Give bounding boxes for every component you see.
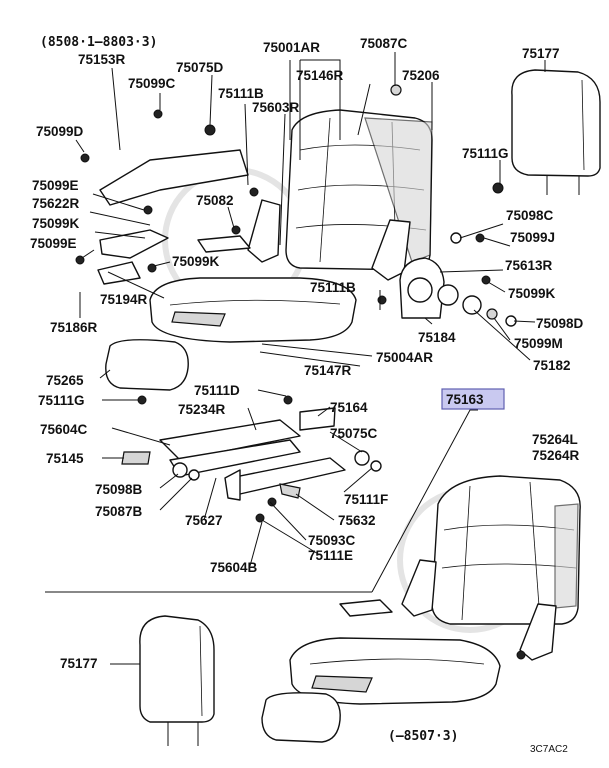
- label-75164: 75164: [330, 400, 368, 415]
- label-75099E-1: 75099E: [32, 178, 79, 193]
- leader-lines: [75, 52, 546, 665]
- label-75111G-left: 75111G: [38, 393, 85, 408]
- label-75177-top: 75177: [522, 46, 560, 61]
- label-75098B: 75098B: [95, 482, 143, 497]
- seat-back-frame: [247, 199, 411, 281]
- label-75627: 75627: [185, 513, 223, 528]
- label-75632: 75632: [338, 513, 376, 528]
- label-75099D: 75099D: [36, 124, 84, 139]
- label-75163: 75163: [446, 392, 484, 407]
- label-75099J: 75099J: [510, 230, 555, 245]
- label-75622R: 75622R: [32, 196, 80, 211]
- seat-back-upper[interactable]: [285, 109, 433, 271]
- label-75087B: 75087B: [95, 504, 143, 519]
- label-75186R: 75186R: [50, 320, 98, 335]
- label-75234R: 75234R: [178, 402, 226, 417]
- label-75111D: 75111D: [194, 383, 240, 398]
- date-ranges: (8508·1–8803·3) (–8507·3) 3C7AC2: [40, 35, 568, 755]
- label-75004AR: 75004AR: [376, 350, 433, 365]
- label-75184: 75184: [418, 330, 456, 345]
- label-75111F: 75111F: [344, 492, 388, 507]
- diagram-code: 3C7AC2: [530, 744, 568, 755]
- label-75099K-2: 75099K: [172, 254, 220, 269]
- label-75603R: 75603R: [252, 100, 300, 115]
- seat-rail-assembly[interactable]: [121, 395, 382, 523]
- label-75111G-right: 75111G: [462, 146, 509, 161]
- recliner-cover[interactable]: [399, 257, 445, 319]
- recliner-knobs[interactable]: [437, 284, 517, 327]
- label-75001AR: 75001AR: [263, 40, 320, 55]
- label-75098C: 75098C: [506, 208, 554, 223]
- label-75153R: 75153R: [78, 52, 126, 67]
- label-75264R: 75264R: [532, 448, 580, 463]
- seat-cushion-frame: [97, 149, 251, 285]
- highlight-box[interactable]: [441, 388, 505, 410]
- label-75604B: 75604B: [210, 560, 258, 575]
- label-75146R: 75146R: [296, 68, 344, 83]
- date-range-top: (8508·1–8803·3): [40, 35, 157, 50]
- label-75111B-top: 75111B: [218, 86, 264, 101]
- seat-cushion-upper[interactable]: [149, 277, 357, 343]
- label-75206: 75206: [402, 68, 440, 83]
- part-labels: 75001AR 75087C 75177 75153R 75075D 75146…: [30, 36, 584, 671]
- headrest-lower[interactable]: [139, 615, 215, 746]
- label-75093C: 75093C: [308, 533, 356, 548]
- label-75087C: 75087C: [360, 36, 408, 51]
- label-75075C: 75075C: [330, 426, 378, 441]
- label-75147R: 75147R: [304, 363, 352, 378]
- fasteners-upper: [75, 84, 504, 305]
- label-75082: 75082: [196, 193, 234, 208]
- date-range-bottom: (–8507·3): [388, 729, 458, 744]
- label-75182: 75182: [533, 358, 571, 373]
- label-75099M: 75099M: [514, 336, 563, 351]
- label-75177-bottom: 75177: [60, 656, 98, 671]
- label-75613R: 75613R: [505, 258, 553, 273]
- label-75099E-2: 75099E: [30, 236, 77, 251]
- headrest-upper[interactable]: [511, 69, 601, 195]
- armrest[interactable]: [105, 339, 189, 391]
- label-75264L: 75264L: [532, 432, 578, 447]
- armrest-lower[interactable]: [261, 692, 341, 743]
- sub-assembly-bracket: [371, 409, 478, 593]
- label-75265: 75265: [46, 373, 84, 388]
- label-75111B-mid: 75111B: [310, 280, 356, 295]
- label-75098D: 75098D: [536, 316, 584, 331]
- label-75145: 75145: [46, 451, 84, 466]
- label-75099C: 75099C: [128, 76, 176, 91]
- seat-back-lower-frame: [339, 559, 557, 661]
- label-75075D: 75075D: [176, 60, 224, 75]
- label-75194R: 75194R: [100, 292, 148, 307]
- seat-back-lower[interactable]: [431, 475, 581, 625]
- label-75604C: 75604C: [40, 422, 88, 437]
- label-75111E: 75111E: [308, 548, 353, 563]
- label-75099K-1: 75099K: [32, 216, 80, 231]
- label-75099K-3: 75099K: [508, 286, 556, 301]
